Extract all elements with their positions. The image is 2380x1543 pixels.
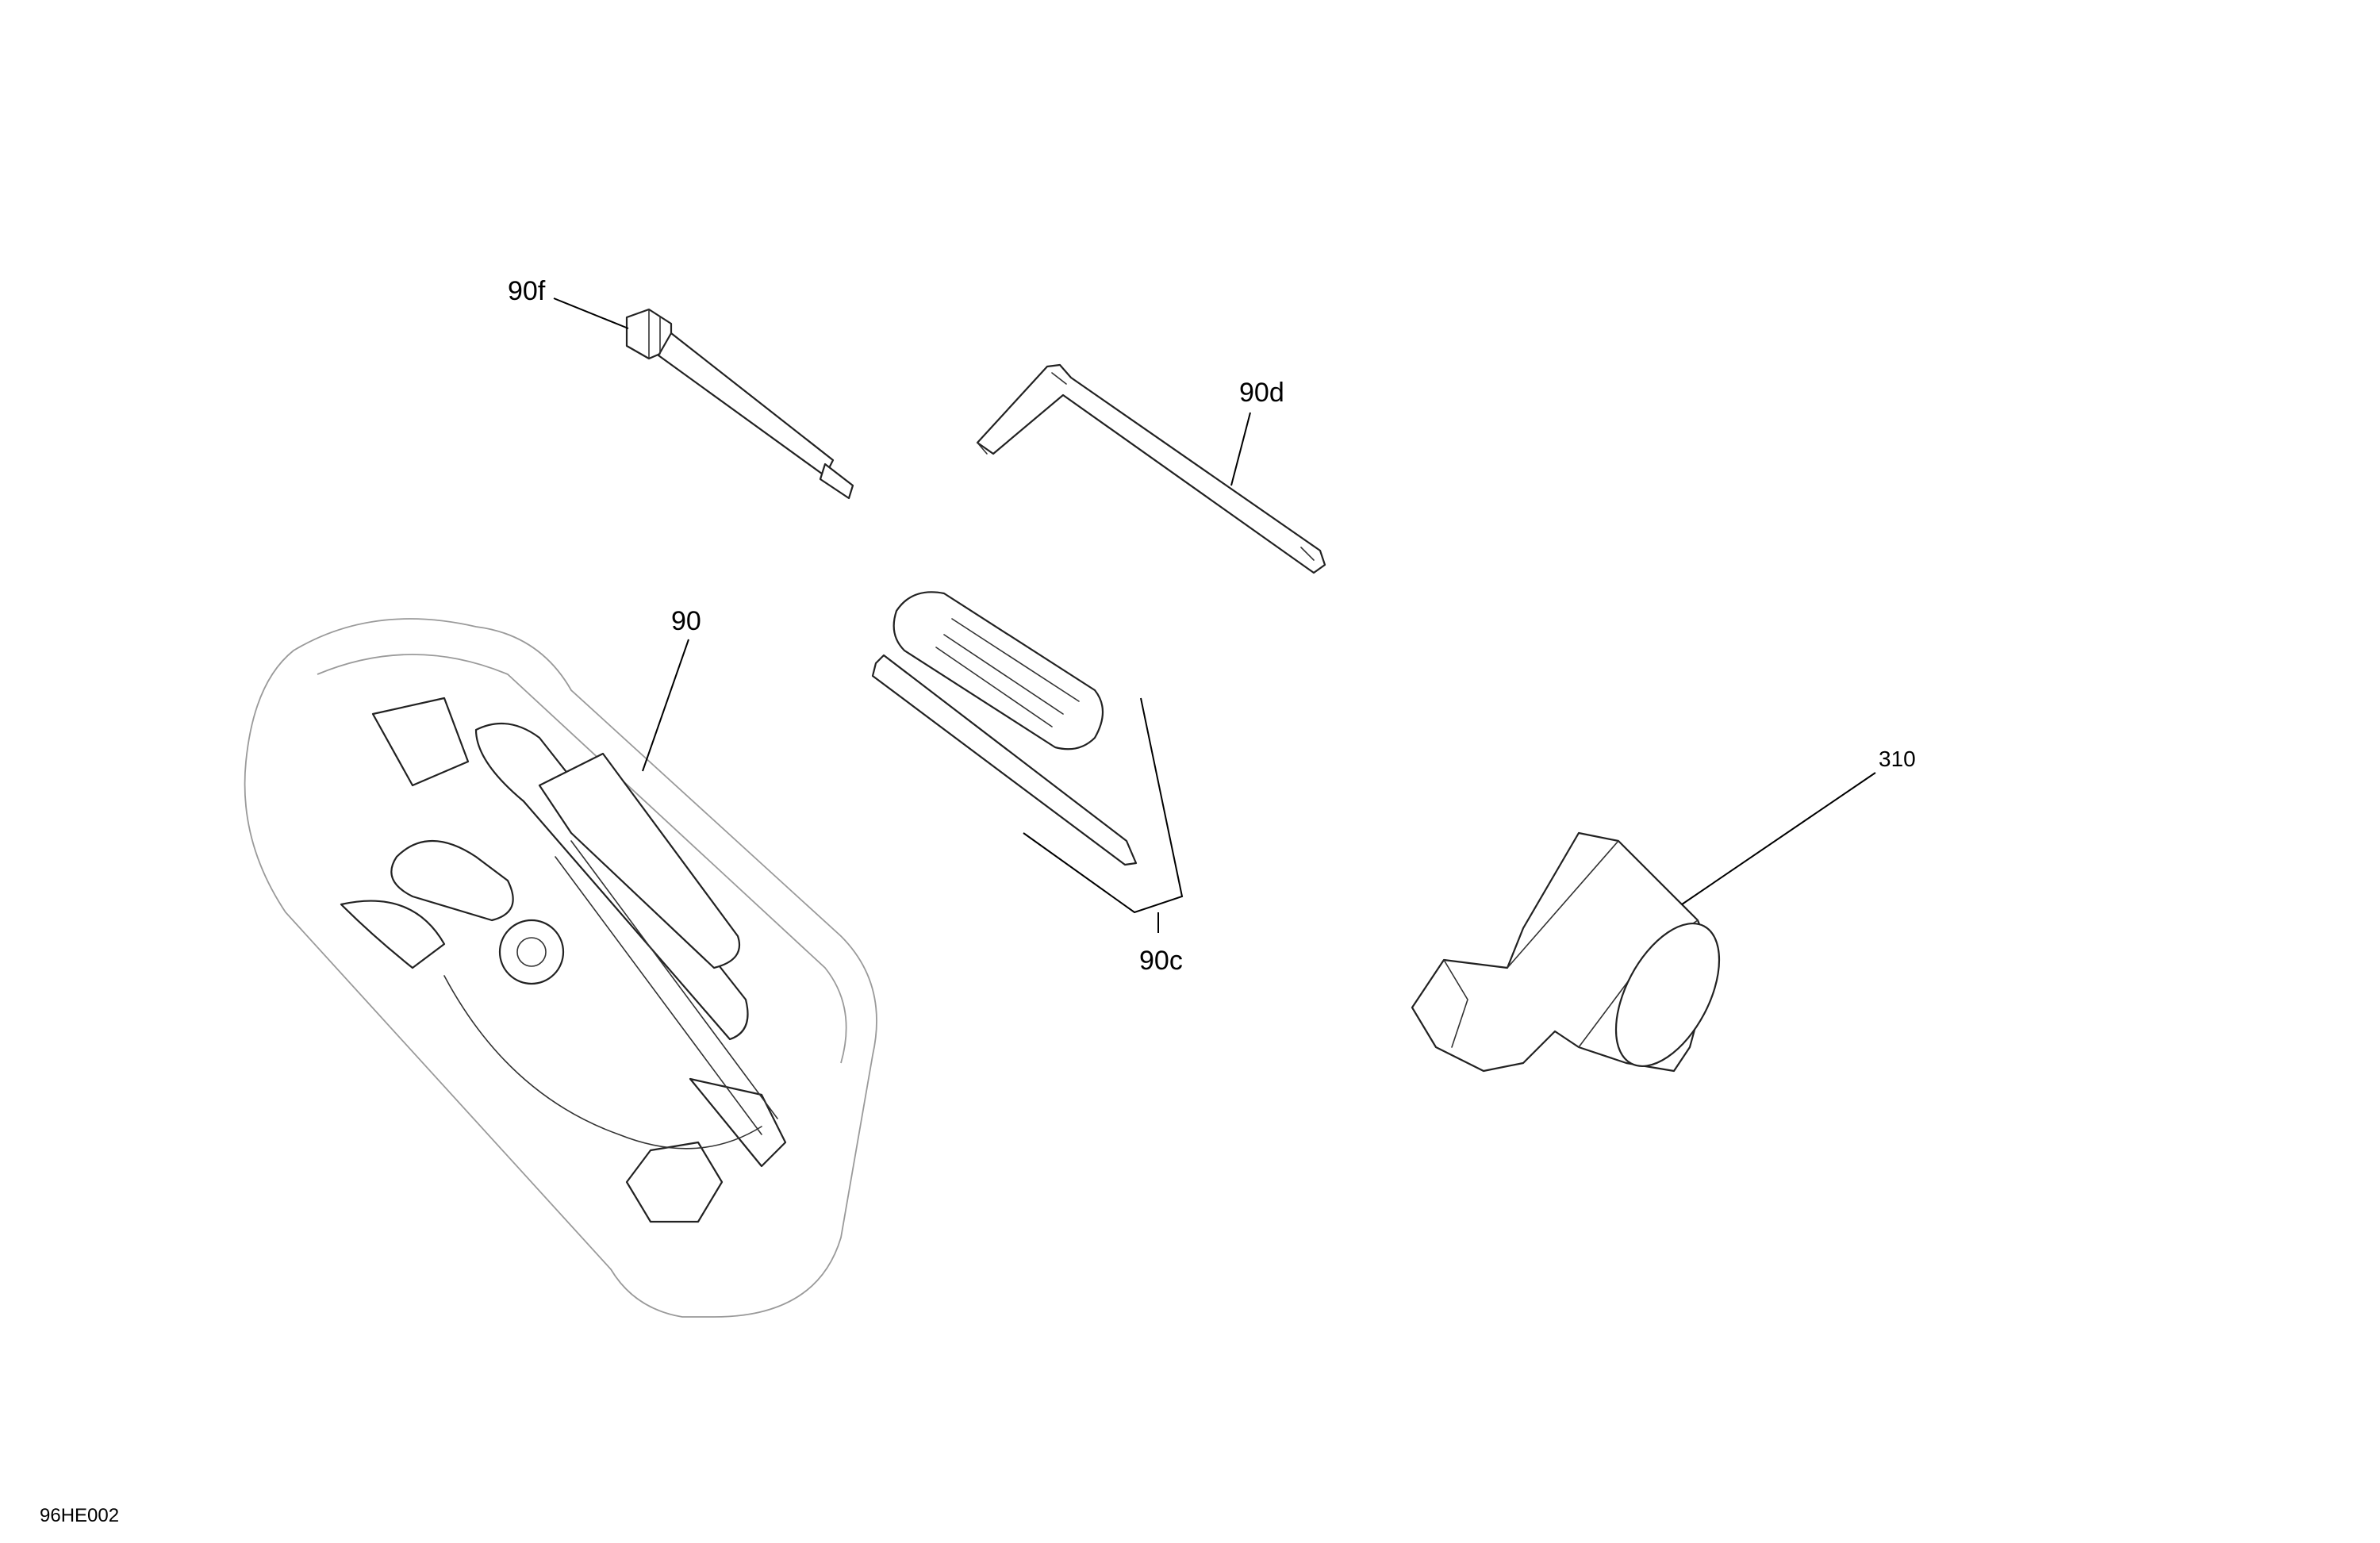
screwdriver-leader (1023, 697, 1184, 914)
tool-kit-leader (642, 639, 689, 772)
hex-key-drawing (976, 363, 1326, 574)
screwdriver-callout: 90c (1139, 946, 1183, 976)
bracket-drawing (1411, 831, 1721, 1073)
bracket-leader (1681, 772, 1876, 905)
tool-kit-drawing (244, 618, 877, 1318)
bracket-callout: 310 (1879, 747, 1916, 771)
tool-bit-drawing (625, 308, 854, 500)
drawing-reference: 96HE002 (40, 1505, 119, 1526)
hex-key-callout: 90d (1239, 378, 1284, 408)
tool-bit-callout: 90f (508, 276, 546, 306)
hex-key-leader (1230, 412, 1251, 486)
tool-bit-leader (553, 297, 629, 329)
tool-kit-callout: 90 (671, 606, 701, 636)
screwdriver-drawing (871, 591, 1138, 866)
